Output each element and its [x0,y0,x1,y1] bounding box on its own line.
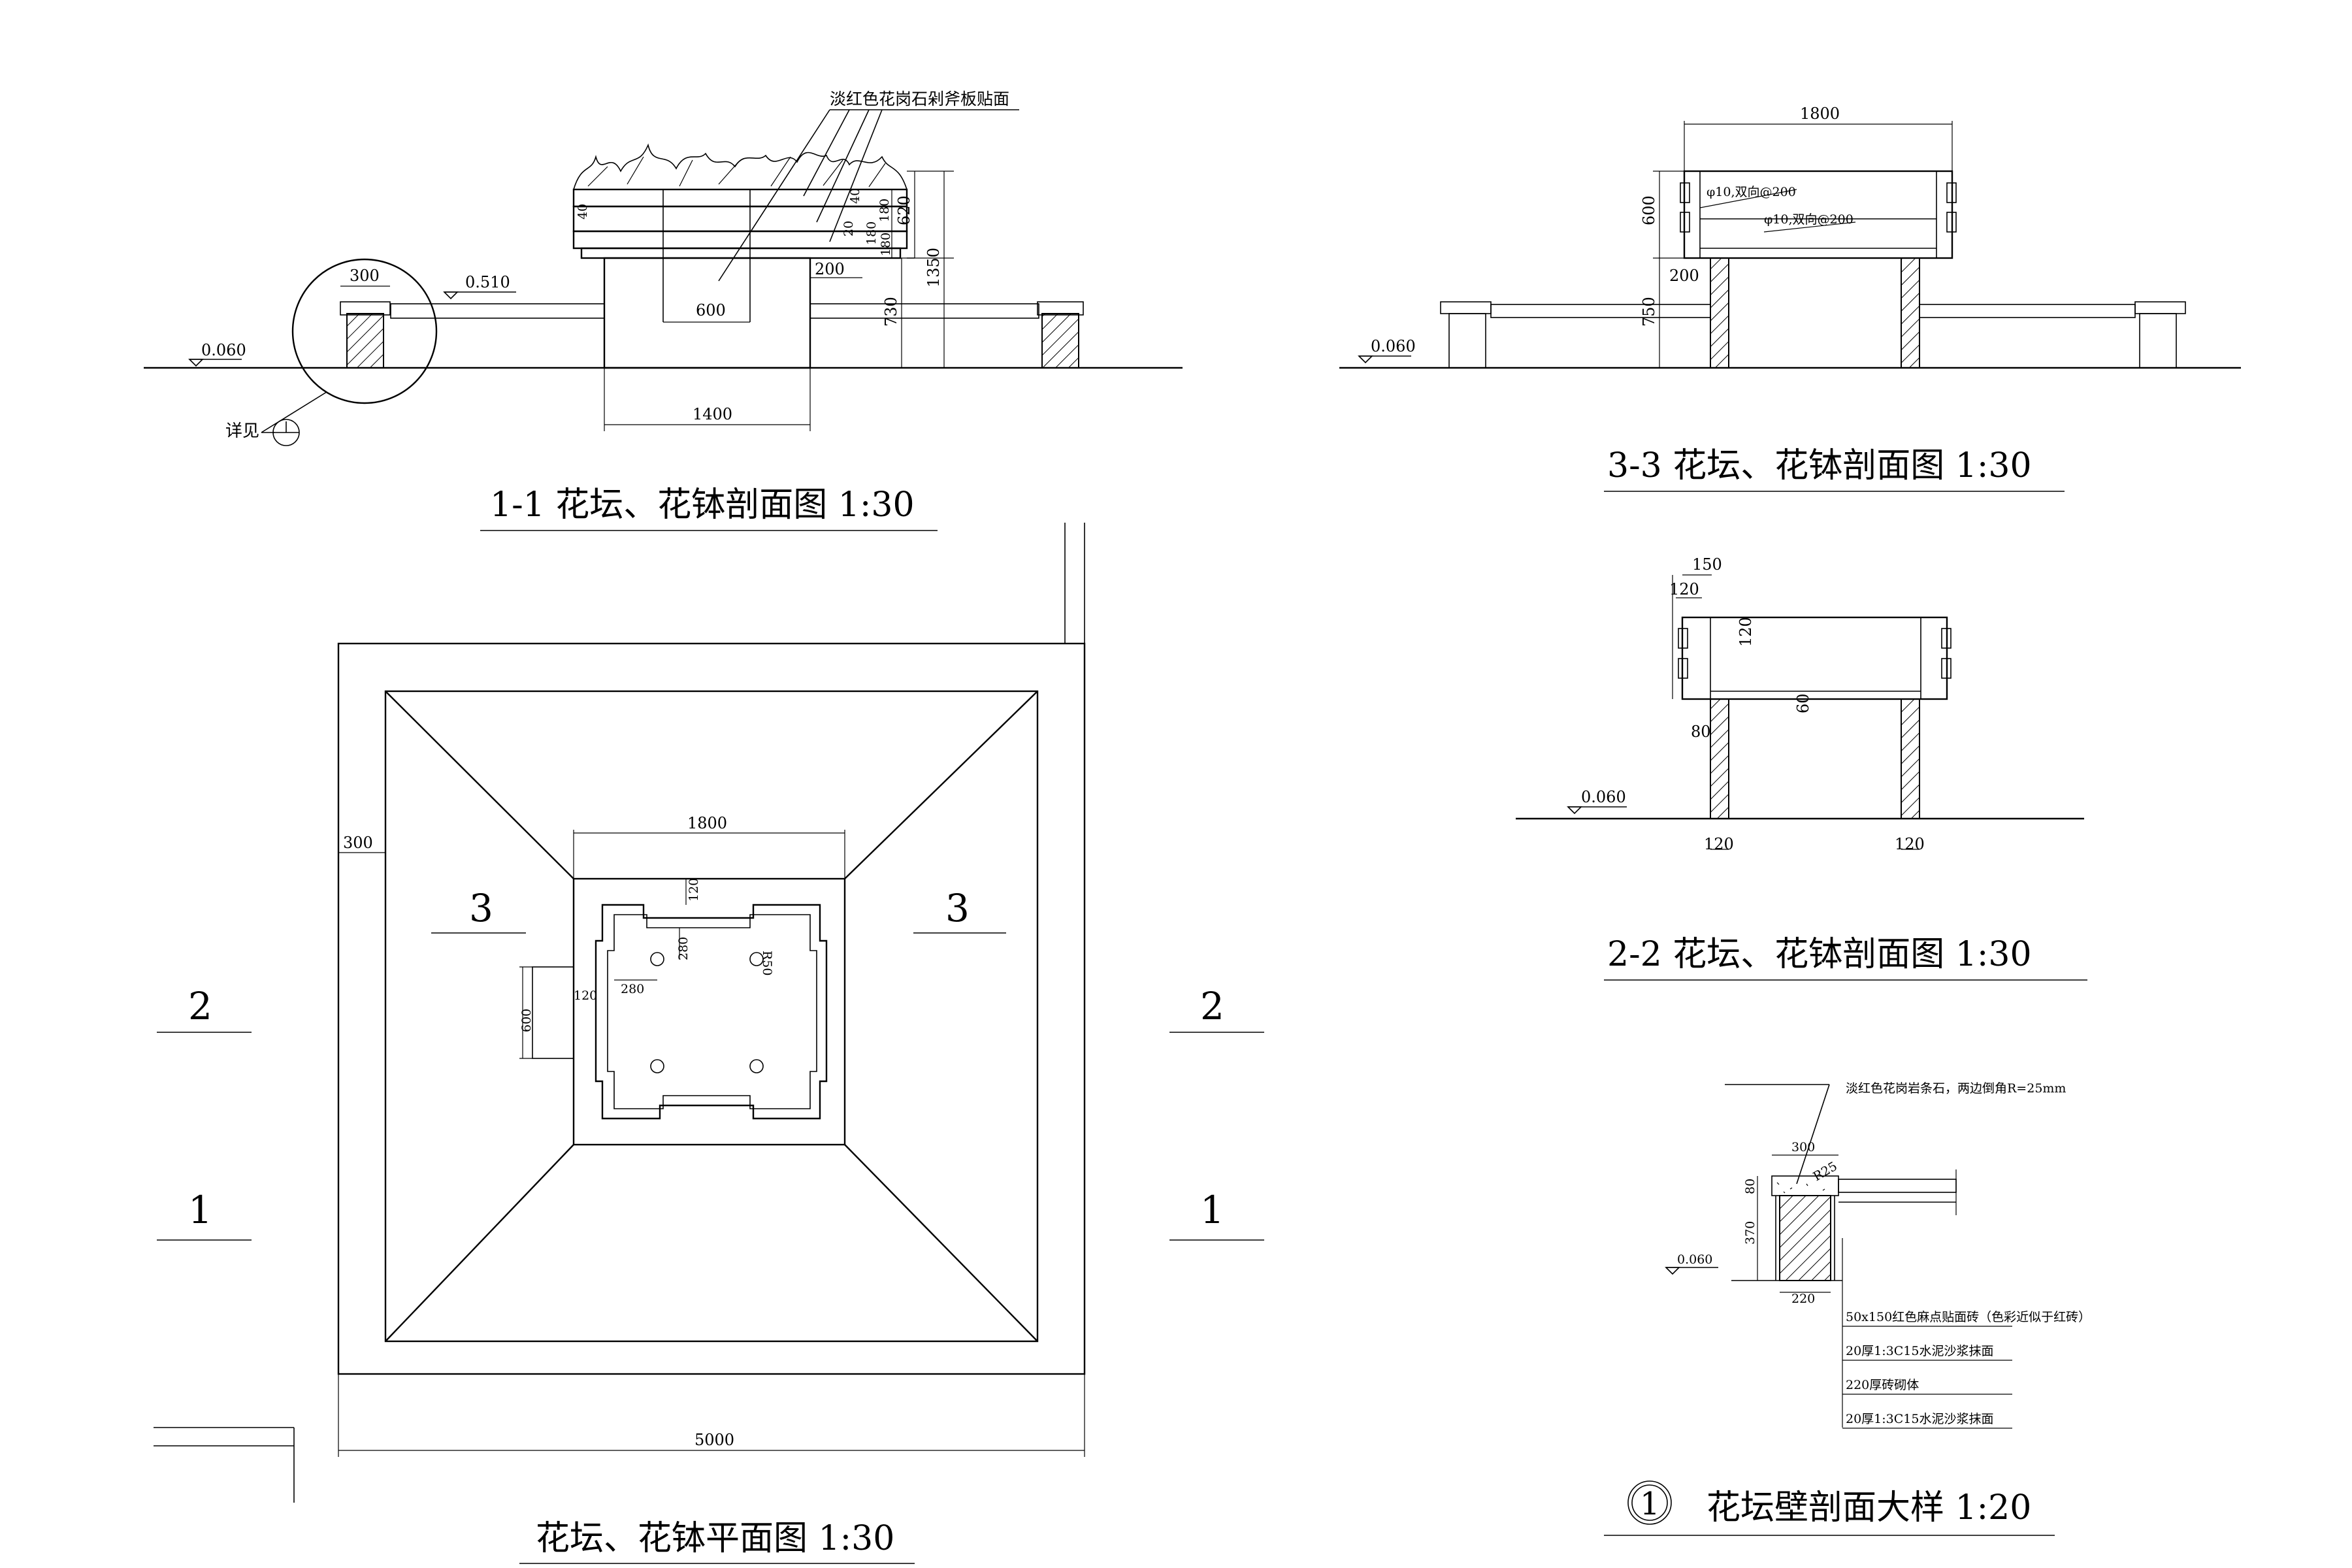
s33-dim-600: 600 [1640,195,1658,225]
s11-dim-40: 40 [848,188,862,204]
plan-dim-120-top: 120 [687,878,701,902]
drain-hole-icon [749,952,764,966]
plan-cut-1-left: 1 [188,1188,212,1232]
s22-dim-80: 80 [1691,723,1711,741]
detail-layer-4: 20厚1:3C15水泥沙浆抹面 [1846,1412,1993,1426]
s11-dim-1400: 1400 [693,405,732,423]
s11-title: 1-1 花坛、花钵剖面图 1:30 [490,485,915,525]
plan-cut-1-right: 1 [1200,1188,1224,1232]
detail-dim-370: 370 [1743,1221,1757,1245]
plan-dim-280-v: 280 [676,937,691,960]
plan-dim-300: 300 [343,834,373,852]
detail-level: 0.060 [1677,1252,1712,1267]
plan-dim-120-left: 120 [574,988,597,1003]
detail-r25: R25 [1811,1159,1840,1184]
detail-dim-300: 300 [1791,1140,1815,1154]
detail-number-circle [1627,1480,1672,1525]
plan-cut-2-left: 2 [188,984,212,1028]
s33-dim-200: 200 [1669,267,1699,285]
s11-dim-730: 730 [882,297,900,327]
plan-dim-280-h: 280 [621,982,644,996]
s22-dim-120-left: 120 [1704,835,1734,853]
s11-dim-40b: 40 [576,204,590,220]
s11-level-0510: 0.510 [465,273,510,291]
s33-dim-750: 750 [1640,297,1658,327]
detail-layer-2: 20厚1:3C15水泥沙浆抹面 [1846,1344,1993,1358]
s33-title: 3-3 花坛、花钵剖面图 1:30 [1607,446,2032,485]
s11-dim-1350: 1350 [924,248,943,287]
detail-callout-circle [291,258,438,404]
s11-note: 淡红色花岗石剁斧板贴面 [830,90,1009,108]
s11-dim-20: 20 [841,221,856,237]
plan-r50: R50 [760,951,774,975]
s11-dim-200: 200 [815,260,845,278]
s22-dim-120-in: 120 [1737,617,1755,647]
detail-number: 1 [1640,1486,1660,1522]
plan-cut-3-left: 3 [469,886,493,930]
s22-level: 0.060 [1581,788,1626,806]
detail-layer-3: 220厚砖砌体 [1846,1378,1919,1392]
section-3-3: 1800 600 750 200 φ10,双向@200 φ10,双向@200 0… [1339,105,2241,492]
plan-view: 1800 120 280 280 R50 120 600 300 5000 3 … [154,523,1264,1564]
detail-wall-section: 淡红色花岗岩条石，两边倒角R=25mm 300 80 370 R25 220 0… [1604,1081,2091,1536]
drain-hole-icon [749,1059,764,1073]
s11-dim-180b: 180 [864,221,879,245]
s33-rebar-2: φ10,双向@200 [1764,212,1854,227]
s11-dim-180a: 180 [877,199,892,222]
s22-dim-120-right: 120 [1895,835,1925,853]
s33-rebar-1: φ10,双向@200 [1707,185,1796,199]
s33-dim-1800: 1800 [1800,105,1840,123]
detail-dim-220: 220 [1791,1292,1815,1306]
plan-cut-2-right: 2 [1200,984,1224,1028]
plan-title: 花坛、花钵平面图 1:30 [536,1519,894,1558]
s11-level-0060: 0.060 [201,341,246,359]
plan-dim-5000: 5000 [694,1431,734,1449]
drain-hole-icon [650,952,664,966]
s22-title: 2-2 花坛、花钵剖面图 1:30 [1607,935,2032,974]
s11-dim-180c: 180 [879,233,893,256]
section-2-2: 150 120 120 60 80 120 120 0.060 2-2 花坛、花… [1516,555,2087,981]
detail-dim-80: 80 [1743,1179,1757,1194]
s11-dim-620: 620 [895,195,913,225]
s11-ref-label: 详见 [225,421,259,441]
drain-hole-icon [650,1059,664,1073]
s22-dim-150: 150 [1692,555,1722,574]
s22-dim-120-top: 120 [1669,580,1699,598]
section-1-1: 淡红色花岗石剁斧板贴面 600 1400 300 0.510 0.060 详见 … [144,90,1183,531]
detail-layer-1: 50x150红色麻点贴面砖（色彩近似于红砖） [1846,1310,2091,1324]
detail-note: 淡红色花岗岩条石，两边倒角R=25mm [1846,1081,2066,1096]
plan-dim-600: 600 [519,1009,534,1032]
s11-dim-600: 600 [696,301,726,319]
detail-title: 花坛壁剖面大样 1:20 [1707,1488,2031,1527]
s22-dim-60: 60 [1794,693,1812,713]
plan-cut-3-right: 3 [945,886,970,930]
s11-dim-300: 300 [350,267,380,285]
plan-dim-1800: 1800 [687,814,727,832]
s33-level: 0.060 [1371,337,1416,355]
